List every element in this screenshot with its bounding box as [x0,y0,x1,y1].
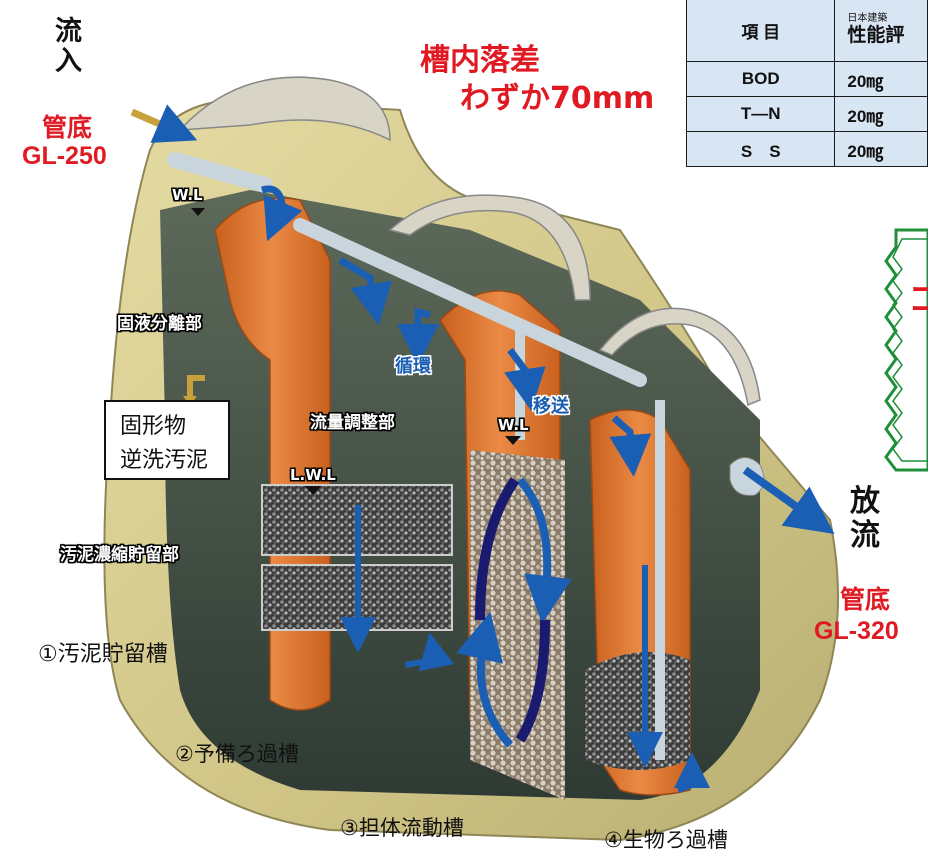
solids-line2: 逆洗汚泥 [120,448,209,473]
water-level-label: W.L [498,416,529,434]
low-water-level-label: L.W.L [290,466,336,484]
badge-text: コ [908,280,928,320]
tank-4-label: ④生物ろ過槽 [604,828,728,852]
zone-solid-separation: 固液分離部 [117,314,202,334]
row-item: S S [685,131,836,167]
zone-sludge-storage: 汚泥濃縮貯留部 [60,545,179,565]
outflow-pipe-label: 管底 [840,585,891,614]
table-row: T―N 20㎎ [685,96,928,132]
solids-callout-box [104,400,230,480]
headline-line2: わずか70mm [460,81,655,116]
outflow-label: 放 流 [850,484,880,553]
performance-table: 項 目 日本建築 性能評 BOD 20㎎ T―N 20㎎ S S 20㎎ [685,0,928,167]
zone-flow-adjustment: 流量調整部 [310,413,395,433]
circulation-label: 循環 [395,356,431,377]
table-header-small: 日本建築 [847,13,888,24]
table-header-main: 性能評 [847,25,905,46]
water-level-label: W.L [172,186,203,204]
row-item: T―N [685,96,836,132]
badge-zigzag-frame [884,228,928,472]
table-row: BOD 20㎎ [685,61,928,97]
row-value: 20㎎ [834,96,928,132]
solids-line1: 固形物 [120,414,187,439]
inflow-pipe-label: 管底 [42,113,93,142]
table-row: S S 20㎎ [685,131,928,167]
transfer-label: 移送 [533,396,569,417]
row-value: 20㎎ [834,131,928,167]
inflow-pipe-level: GL-250 [22,142,107,170]
outflow-pipe-level: GL-320 [814,617,899,645]
table-header-performance: 日本建築 性能評 [834,0,928,62]
headline-line1: 槽内落差 [420,43,540,78]
row-value: 20㎎ [834,61,928,97]
tank-3-label: ③担体流動槽 [340,816,464,840]
row-item: BOD [685,61,836,97]
table-header-item: 項 目 [685,0,836,62]
tank-1-label: ①汚泥貯留槽 [38,642,168,667]
tank-2-label: ②予備ろ過槽 [175,742,299,766]
inflow-label: 流 入 [55,16,82,77]
